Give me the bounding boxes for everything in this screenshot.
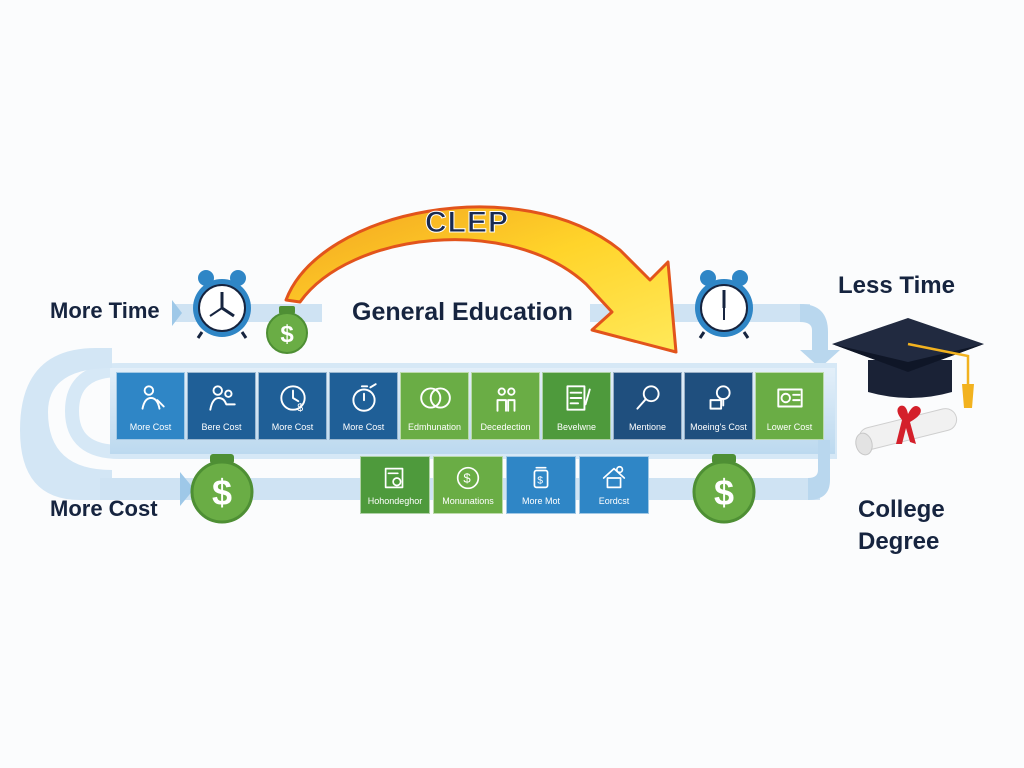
course-tile-label: More Cost (129, 422, 172, 432)
course-tile-label: Eordcst (598, 496, 630, 506)
college-label: College (858, 496, 945, 523)
svg-text:$: $ (463, 471, 471, 486)
lamp-icon (702, 381, 736, 415)
course-tile: Moeing's Cost (684, 372, 753, 440)
person-group-icon (205, 381, 239, 415)
svg-text:$: $ (212, 472, 232, 513)
course-tile-label: Bere Cost (201, 422, 242, 432)
dollar-coin-icon: $ (692, 454, 756, 524)
course-tile-label: Monunations (442, 496, 494, 506)
course-tile-label: Edmhunation (407, 422, 462, 432)
course-tile-label: More Cost (342, 422, 385, 432)
course-tile: Hohondeghor (360, 456, 430, 514)
course-tile: $ Monunations (433, 456, 503, 514)
checklist-icon (560, 381, 594, 415)
course-tile: More Cost (116, 372, 185, 440)
timer-icon (347, 381, 381, 415)
people-icon (489, 381, 523, 415)
svg-text:$: $ (714, 472, 734, 513)
course-tile-label: More Cost (271, 422, 314, 432)
clep-arrow (284, 205, 678, 354)
course-tile: Bevelwne (542, 372, 611, 440)
general-education-label: General Education (352, 298, 573, 326)
circles-icon (418, 381, 452, 415)
more-cost-label: More Cost (50, 496, 158, 521)
course-tile-label: Bevelwne (556, 422, 597, 432)
course-tile-label: Lower Cost (766, 422, 813, 432)
svg-text:$: $ (537, 476, 543, 487)
course-tile-label: More Mot (521, 496, 560, 506)
dollar-jar-icon: $ (526, 463, 556, 493)
clep-label: CLEP (424, 206, 510, 240)
course-tile: Edmhunation (400, 372, 469, 440)
course-tile: Decedection (471, 372, 540, 440)
graduation-cap-icon (832, 318, 984, 408)
course-tile-label: Moeing's Cost (690, 422, 747, 432)
course-tile: $ More Cost (258, 372, 327, 440)
more-time-label: More Time (50, 298, 160, 323)
course-tile: Bere Cost (187, 372, 256, 440)
svg-text:$: $ (297, 402, 303, 414)
course-tile: $ More Mot (506, 456, 576, 514)
course-tile-label: Mentione (628, 422, 667, 432)
course-tile: Lower Cost (755, 372, 824, 440)
course-tile: More Cost (329, 372, 398, 440)
dollar-coin-icon: $ (453, 463, 483, 493)
clock-dollar-icon: $ (276, 381, 310, 415)
person-icon (134, 381, 168, 415)
less-time-label: Less Time (838, 272, 955, 299)
svg-text:$: $ (280, 321, 294, 348)
alarm-clock-icon (690, 268, 758, 340)
alarm-clock-icon (188, 268, 256, 340)
dollar-coin-icon: $ (190, 454, 254, 524)
house-icon (599, 463, 629, 493)
course-tile-label: Hohondeghor (367, 496, 423, 506)
course-tile-label: Decedection (480, 422, 531, 432)
course-tile: Mentione (613, 372, 682, 440)
course-tile: Eordcst (579, 456, 649, 514)
diploma-icon (855, 405, 958, 456)
dollar-coin-icon: $ (265, 306, 309, 354)
gear-doc-icon (380, 463, 410, 493)
degree-label: Degree (858, 528, 940, 555)
dollar-card-icon (773, 381, 807, 415)
magnifier-icon (631, 381, 665, 415)
